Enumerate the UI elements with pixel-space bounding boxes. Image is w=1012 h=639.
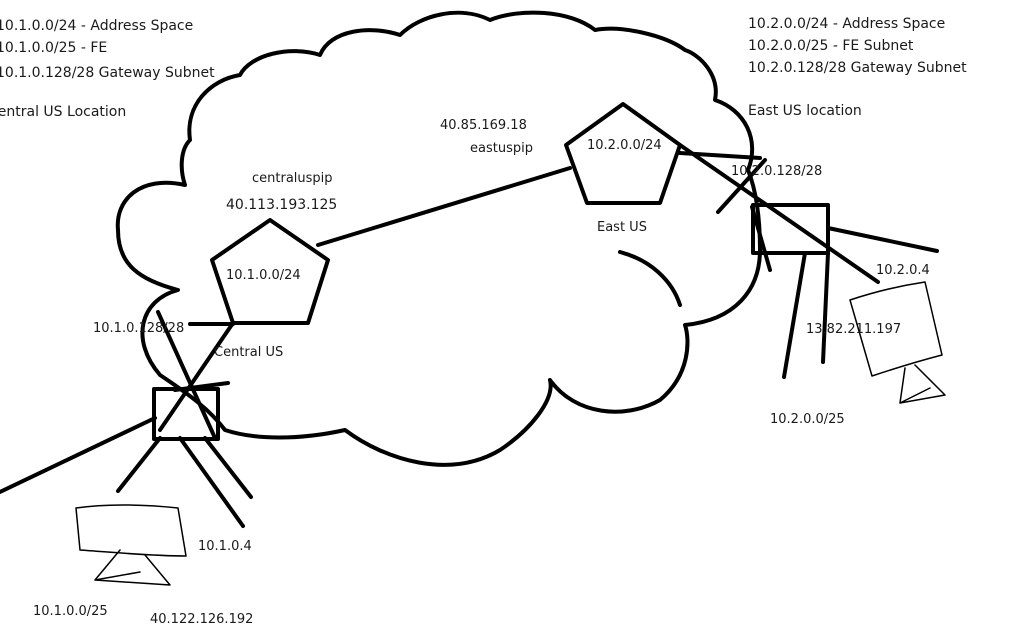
east-link-3 xyxy=(716,158,767,214)
central-pip-name: centraluspip xyxy=(252,171,333,186)
central-location-label: Central US Location xyxy=(0,104,127,120)
central-vm-stand xyxy=(94,549,171,586)
central-link-3 xyxy=(156,310,217,440)
central-vm-monitor xyxy=(75,504,187,557)
east-link-2 xyxy=(678,151,762,160)
east-vnet-gateway xyxy=(564,102,682,205)
east-link-7 xyxy=(821,251,830,364)
east-link-6 xyxy=(782,251,807,379)
central-vnet-cidr: 10.1.0.0/24 xyxy=(226,268,301,283)
central-gateway-cidr: 10.1.0.128/28 xyxy=(93,321,185,336)
central-link-internet xyxy=(0,416,157,494)
east-vm-stand xyxy=(899,364,946,404)
east-vm-public-ip: 13.82.211.197 xyxy=(806,322,902,337)
central-link-4 xyxy=(173,381,230,392)
central-address-space-label: 10.1.0.0/24 - Address Space xyxy=(0,18,194,34)
central-vnet-gateway xyxy=(210,218,330,325)
vnet-to-vnet-connection xyxy=(316,166,572,247)
east-fe-cidr: 10.2.0.0/25 xyxy=(770,412,845,427)
east-gateway-subnet-label: 10.2.0.128/28 Gateway Subnet xyxy=(748,60,967,76)
east-link-5 xyxy=(826,226,939,253)
east-link-1 xyxy=(678,143,880,284)
east-fe-subnet-label: 10.2.0.0/25 - FE Subnet xyxy=(748,38,914,54)
east-gateway-cidr: 10.2.0.128/28 xyxy=(731,164,823,179)
cloud-inner-arc xyxy=(618,250,682,307)
east-link-4 xyxy=(750,205,772,272)
central-link-5 xyxy=(116,436,162,493)
central-vm-public-ip: 40.122.126.192 xyxy=(150,612,254,627)
central-vm-ip: 10.1.0.4 xyxy=(198,539,252,554)
central-fe-cidr: 10.1.0.0/25 xyxy=(33,604,108,619)
central-link-7 xyxy=(203,436,253,499)
central-region-label: Central US xyxy=(214,345,284,360)
central-link-1 xyxy=(158,321,235,432)
east-address-space-label: 10.2.0.0/24 - Address Space xyxy=(748,16,946,32)
cloud-outline xyxy=(115,10,762,467)
central-pip-address: 40.113.193.125 xyxy=(226,197,338,213)
east-location-label: East US location xyxy=(748,103,862,119)
east-vnet-cidr: 10.2.0.0/24 xyxy=(587,138,662,153)
east-vm-monitor xyxy=(849,281,943,377)
central-link-6 xyxy=(178,436,245,528)
east-vm-ip: 10.2.0.4 xyxy=(876,263,930,278)
east-pip-name: eastuspip xyxy=(470,141,533,156)
cloud-gap-mask xyxy=(700,190,745,240)
central-gateway-subnet-label: 10.1.0.128/28 Gateway Subnet xyxy=(0,65,215,81)
east-pip-address: 40.85.169.18 xyxy=(440,118,527,133)
east-region-label: East US xyxy=(597,220,647,235)
central-fe-label: 10.1.0.0/25 - FE xyxy=(0,40,108,56)
